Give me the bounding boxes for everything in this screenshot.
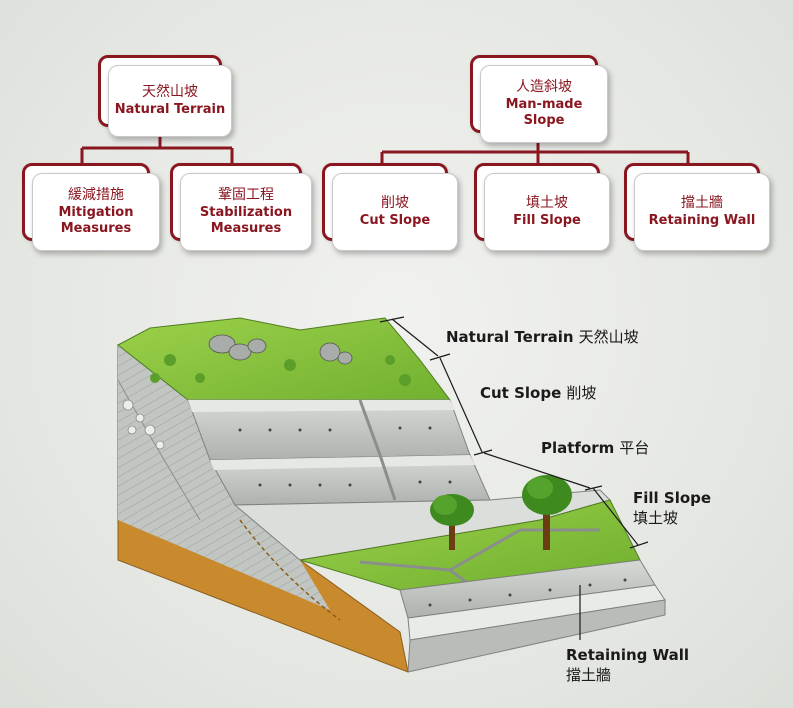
retaining-wall-box: 擋土牆 Retaining Wall (624, 163, 770, 251)
callout-natural-terrain: Natural Terrain 天然山坡 (446, 328, 639, 346)
stabilization-en: Stabilization Measures (199, 204, 293, 236)
natural-terrain-en: Natural Terrain (114, 101, 226, 117)
mitigation-box: 緩減措施 Mitigation Measures (22, 163, 160, 251)
stabilization-box: 鞏固工程 Stabilization Measures (170, 163, 312, 251)
natural-terrain-box: 天然山坡 Natural Terrain (98, 55, 232, 137)
stabilization-cn: 鞏固工程 (218, 187, 274, 203)
callout-fill-slope: Fill Slope 填土坡 (633, 489, 712, 527)
fill-slope-en: Fill Slope (513, 212, 581, 228)
callout-retaining-wall: Retaining Wall 擋土牆 (566, 646, 690, 684)
callout-platform: Platform 平台 (541, 439, 650, 457)
manmade-slope-box: 人造斜坡 Man-made Slope (470, 55, 608, 143)
tree-icon (430, 494, 474, 550)
fill-slope-grass (299, 499, 641, 591)
mitigation-cn: 緩減措施 (68, 187, 124, 203)
cut-slope-en: Cut Slope (359, 212, 431, 228)
fill-slope-cn: 填土坡 (526, 195, 568, 212)
retaining-wall-cn: 擋土牆 (681, 195, 723, 212)
fill-slope-box: 填土坡 Fill Slope (474, 163, 610, 251)
retaining-wall-en: Retaining Wall (648, 212, 756, 228)
tree-icon (522, 475, 572, 550)
callout-cut-slope: Cut Slope 削坡 (480, 384, 597, 402)
natural-terrain-cn: 天然山坡 (142, 84, 198, 101)
cut-slope-cn: 削坡 (381, 195, 409, 212)
mitigation-en: Mitigation Measures (58, 204, 134, 236)
manmade-en: Man-made Slope (505, 96, 583, 128)
cut-slope-box: 削坡 Cut Slope (322, 163, 458, 251)
manmade-cn: 人造斜坡 (516, 79, 572, 95)
